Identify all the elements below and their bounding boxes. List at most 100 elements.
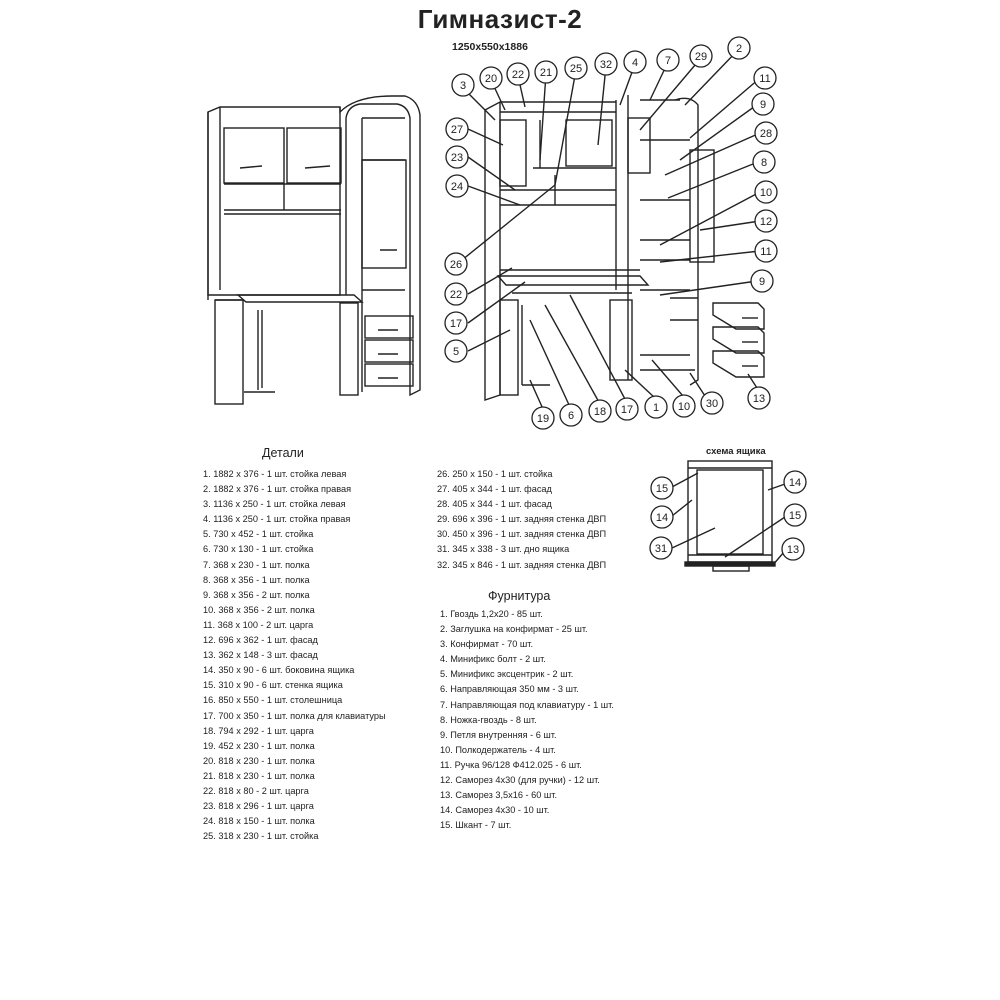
drawer-outer-frame [687, 460, 773, 563]
svg-text:30: 30 [706, 398, 718, 410]
svg-text:2: 2 [736, 43, 742, 55]
svg-text:10: 10 [678, 401, 690, 413]
drawer-callout-14-left: 14 [650, 499, 693, 529]
svg-text:11: 11 [759, 73, 770, 85]
left-upper-door [223, 127, 285, 184]
svg-text:22: 22 [512, 69, 524, 81]
parts-list-left: 1. 1882 х 376 - 1 шт. стойка левая 2. 18… [203, 467, 386, 844]
parts-item: 24. 818 х 150 - 1 шт. полка [203, 816, 315, 827]
callout-2: 2 [684, 36, 751, 106]
exploded-tall-door [689, 149, 715, 263]
callout-13: 13 [747, 373, 771, 410]
exploded-desk-top [496, 275, 650, 286]
parts-item: 25. 318 х 230 - 1 шт. стойка [203, 831, 319, 842]
hardware-title: Фурнитура [488, 589, 551, 603]
parts-item: 30. 450 х 396 - 1 шт. задняя стенка ДВП [437, 529, 607, 540]
callout-17: 17 [569, 294, 639, 421]
svg-text:1: 1 [653, 402, 659, 414]
desk-left-leg [214, 299, 244, 405]
svg-text:27: 27 [451, 124, 463, 136]
svg-text:22: 22 [450, 289, 462, 301]
hardware-item: 6. Направляющая 350 мм - 3 шт. [440, 684, 579, 695]
svg-text:3: 3 [460, 80, 466, 92]
svg-text:24: 24 [451, 181, 463, 193]
parts-item: 31. 345 х 338 - 3 шт. дно ящика [437, 544, 570, 555]
callout-22-bottom: 22 [444, 267, 513, 306]
hardware-item: 1. Гвоздь 1,2х20 - 85 шт. [440, 609, 543, 619]
callout-20: 20 [479, 66, 506, 111]
svg-text:31: 31 [655, 543, 667, 555]
callout-25: 25 [554, 56, 588, 186]
parts-item: 19. 452 х 230 - 1 шт. полка [203, 740, 315, 751]
svg-text:11: 11 [760, 246, 771, 258]
parts-item: 23. 818 х 296 - 1 шт. царга [203, 801, 314, 812]
callout-23: 23 [445, 145, 516, 191]
parts-item: 9. 368 х 356 - 2 шт. полка [203, 589, 310, 600]
svg-text:7: 7 [665, 55, 671, 67]
hardware-item: 15. Шкант - 7 шт. [440, 820, 512, 831]
parts-item: 26. 250 х 150 - 1 шт. стойка [437, 469, 553, 479]
svg-text:13: 13 [753, 393, 765, 405]
parts-item: 18. 794 х 292 - 1 шт. царга [203, 725, 314, 736]
svg-text:26: 26 [450, 259, 462, 271]
callout-3: 3 [451, 73, 496, 121]
hardware-list: 1. Гвоздь 1,2х20 - 85 шт. 2. Заглушка на… [440, 607, 614, 833]
drawer-front-1 [364, 315, 414, 339]
overall-dimensions: 1250х550х1886 [452, 41, 528, 53]
svg-text:12: 12 [760, 216, 772, 228]
callout-4: 4 [619, 50, 647, 106]
callout-30: 30 [689, 372, 724, 415]
svg-text:29: 29 [695, 51, 707, 63]
parts-item: 17. 700 х 350 - 1 шт. полка для клавиату… [203, 710, 386, 721]
callout-29: 28 [664, 121, 778, 176]
callout-16: 17 [444, 281, 526, 335]
svg-text:13: 13 [787, 544, 799, 556]
parts-item: 1. 1882 х 376 - 1 шт. стойка левая [203, 469, 347, 479]
exploded-drawer-3 [712, 350, 765, 378]
callout-26: 26 [444, 184, 556, 276]
callout-5: 5 [444, 329, 511, 363]
svg-text:17: 17 [450, 318, 462, 330]
callout-19: 19 [529, 379, 555, 430]
callout-6: 6 [529, 319, 583, 427]
svg-text:5: 5 [453, 346, 459, 358]
svg-text:14: 14 [789, 477, 801, 489]
exploded-door-left [499, 119, 527, 187]
exploded-desk-leg [499, 299, 519, 396]
parts-item: 11. 368 х 100 - 2 шт. царга [203, 619, 314, 630]
document-title: Гимназист-2 [417, 4, 583, 34]
hardware-item: 2. Заглушка на конфирмат - 25 шт. [440, 624, 588, 635]
parts-title: Детали [262, 446, 304, 460]
svg-text:9: 9 [759, 276, 765, 288]
callout-10-bottom: 10 [651, 359, 696, 418]
callout-10-top: 10 [659, 180, 778, 246]
parts-item: 2. 1882 х 376 - 1 шт. стойка правая [203, 484, 352, 495]
parts-item: 28. 405 х 344 - 1 шт. фасад [437, 499, 552, 510]
parts-item: 4. 1136 х 250 - 1 шт. стойка правая [203, 514, 351, 525]
tall-unit-outline [339, 95, 421, 397]
hardware-item: 14. Саморез 4х30 - 10 шт. [440, 805, 550, 816]
parts-item: 5. 730 х 452 - 1 шт. стойка [203, 529, 314, 540]
hardware-item: 11. Ручка 96/128 Ф412.025 - 6 шт. [440, 759, 582, 770]
callout-24: 24 [445, 174, 521, 206]
callout-7: 7 [649, 48, 680, 101]
svg-text:18: 18 [594, 406, 606, 418]
hardware-item: 12. Саморез 4х30 (для ручки) - 12 шт. [440, 775, 600, 786]
hardware-item: 10. Полкодержатель - 4 шт. [440, 744, 556, 755]
hardware-item: 5. Минификс эксцентрик - 2 шт. [440, 669, 574, 680]
svg-text:15: 15 [656, 483, 668, 495]
svg-text:23: 23 [451, 152, 463, 164]
callout-9-top: 9 [679, 92, 775, 161]
svg-text:19: 19 [537, 413, 549, 425]
callout-1: 1 [624, 369, 668, 419]
drawer-front-2 [364, 339, 414, 363]
svg-text:10: 10 [760, 187, 772, 199]
callout-27: 27 [445, 117, 504, 146]
callout-11-mid: 11 [659, 239, 778, 263]
callout-21: 21 [534, 60, 558, 161]
hardware-item: 7. Направляющая под клавиатуру - 1 шт. [440, 699, 614, 710]
exploded-door-right [627, 117, 651, 174]
callout-9-mid: 9 [659, 269, 774, 296]
